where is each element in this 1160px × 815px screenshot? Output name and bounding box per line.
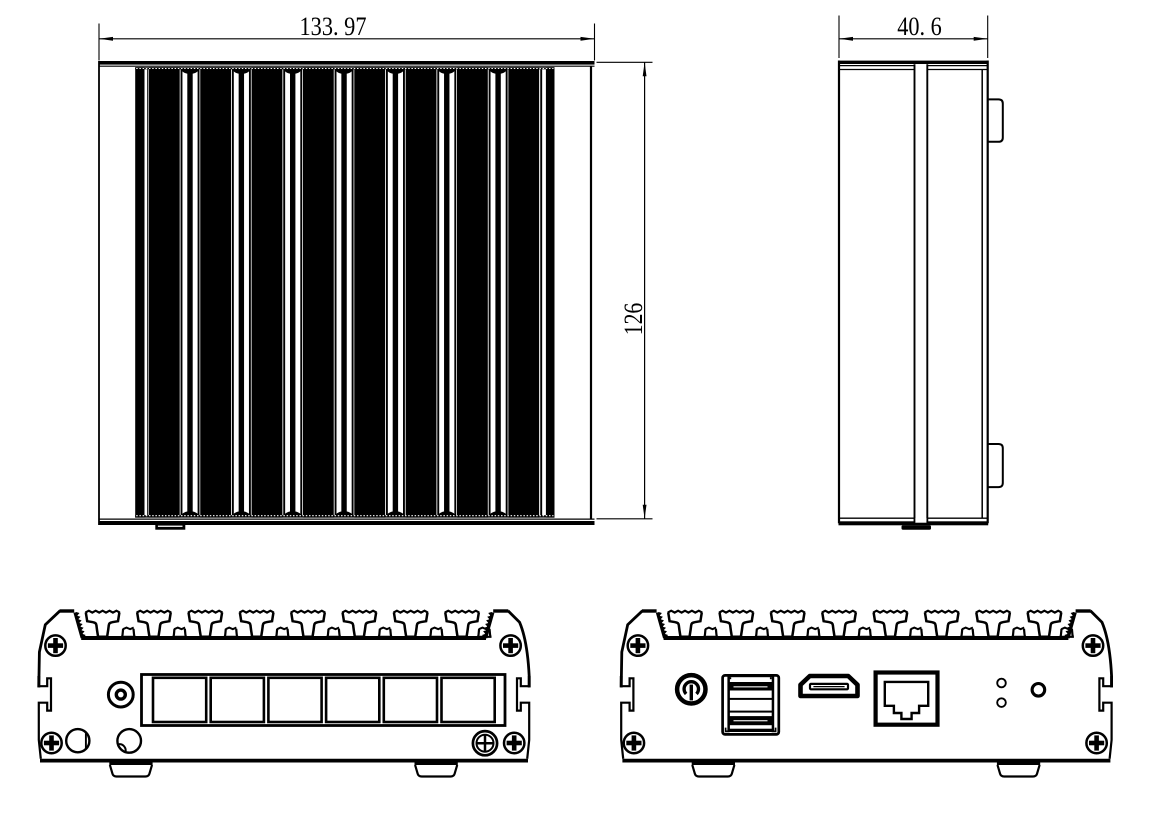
- svg-text:133. 97: 133. 97: [300, 12, 367, 41]
- svg-text:126: 126: [619, 303, 648, 336]
- svg-text:40. 6: 40. 6: [897, 12, 942, 41]
